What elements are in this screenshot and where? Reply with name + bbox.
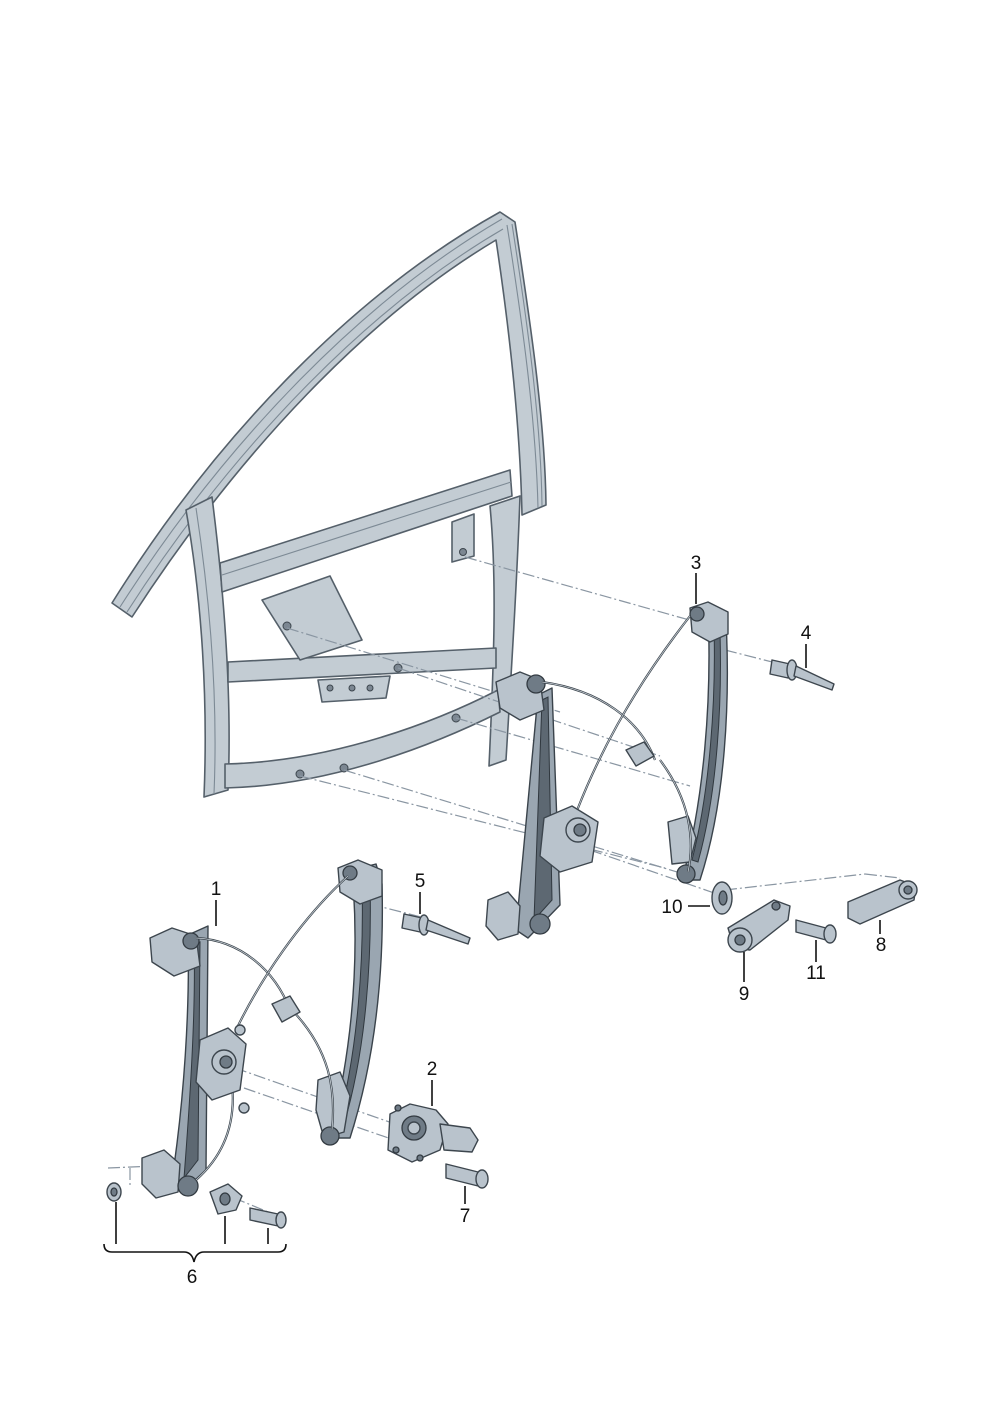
bolt-6 [249, 1207, 287, 1229]
bracket-9 [727, 899, 791, 953]
callout-7: 7 [460, 1206, 471, 1227]
callout-4: 4 [801, 623, 812, 644]
callout-3: 3 [691, 553, 702, 574]
bolt-11 [795, 919, 837, 944]
callout-5: 5 [415, 871, 426, 892]
callout-8: 8 [876, 935, 887, 956]
window-regulator-lower [141, 859, 384, 1199]
callout-2: 2 [427, 1059, 438, 1080]
washer-10 [711, 881, 733, 915]
callout-11: 11 [806, 963, 826, 984]
window-regulator-upper [485, 601, 729, 941]
window-motor [387, 1103, 479, 1163]
door-frame [111, 211, 547, 798]
nut-6 [106, 1182, 122, 1202]
leader-lines [103, 573, 881, 1263]
callout-labels: 3 4 1 5 2 7 10 9 11 8 6 [187, 553, 887, 1288]
rivet-5 [401, 913, 471, 945]
callout-9: 9 [739, 984, 750, 1005]
callout-6: 6 [187, 1267, 198, 1288]
bolt-7 [445, 1163, 489, 1189]
callout-1: 1 [211, 879, 222, 900]
callout-10: 10 [661, 897, 682, 918]
rivet-4 [769, 659, 835, 691]
lever-8 [847, 879, 918, 925]
clip-6 [209, 1183, 243, 1215]
